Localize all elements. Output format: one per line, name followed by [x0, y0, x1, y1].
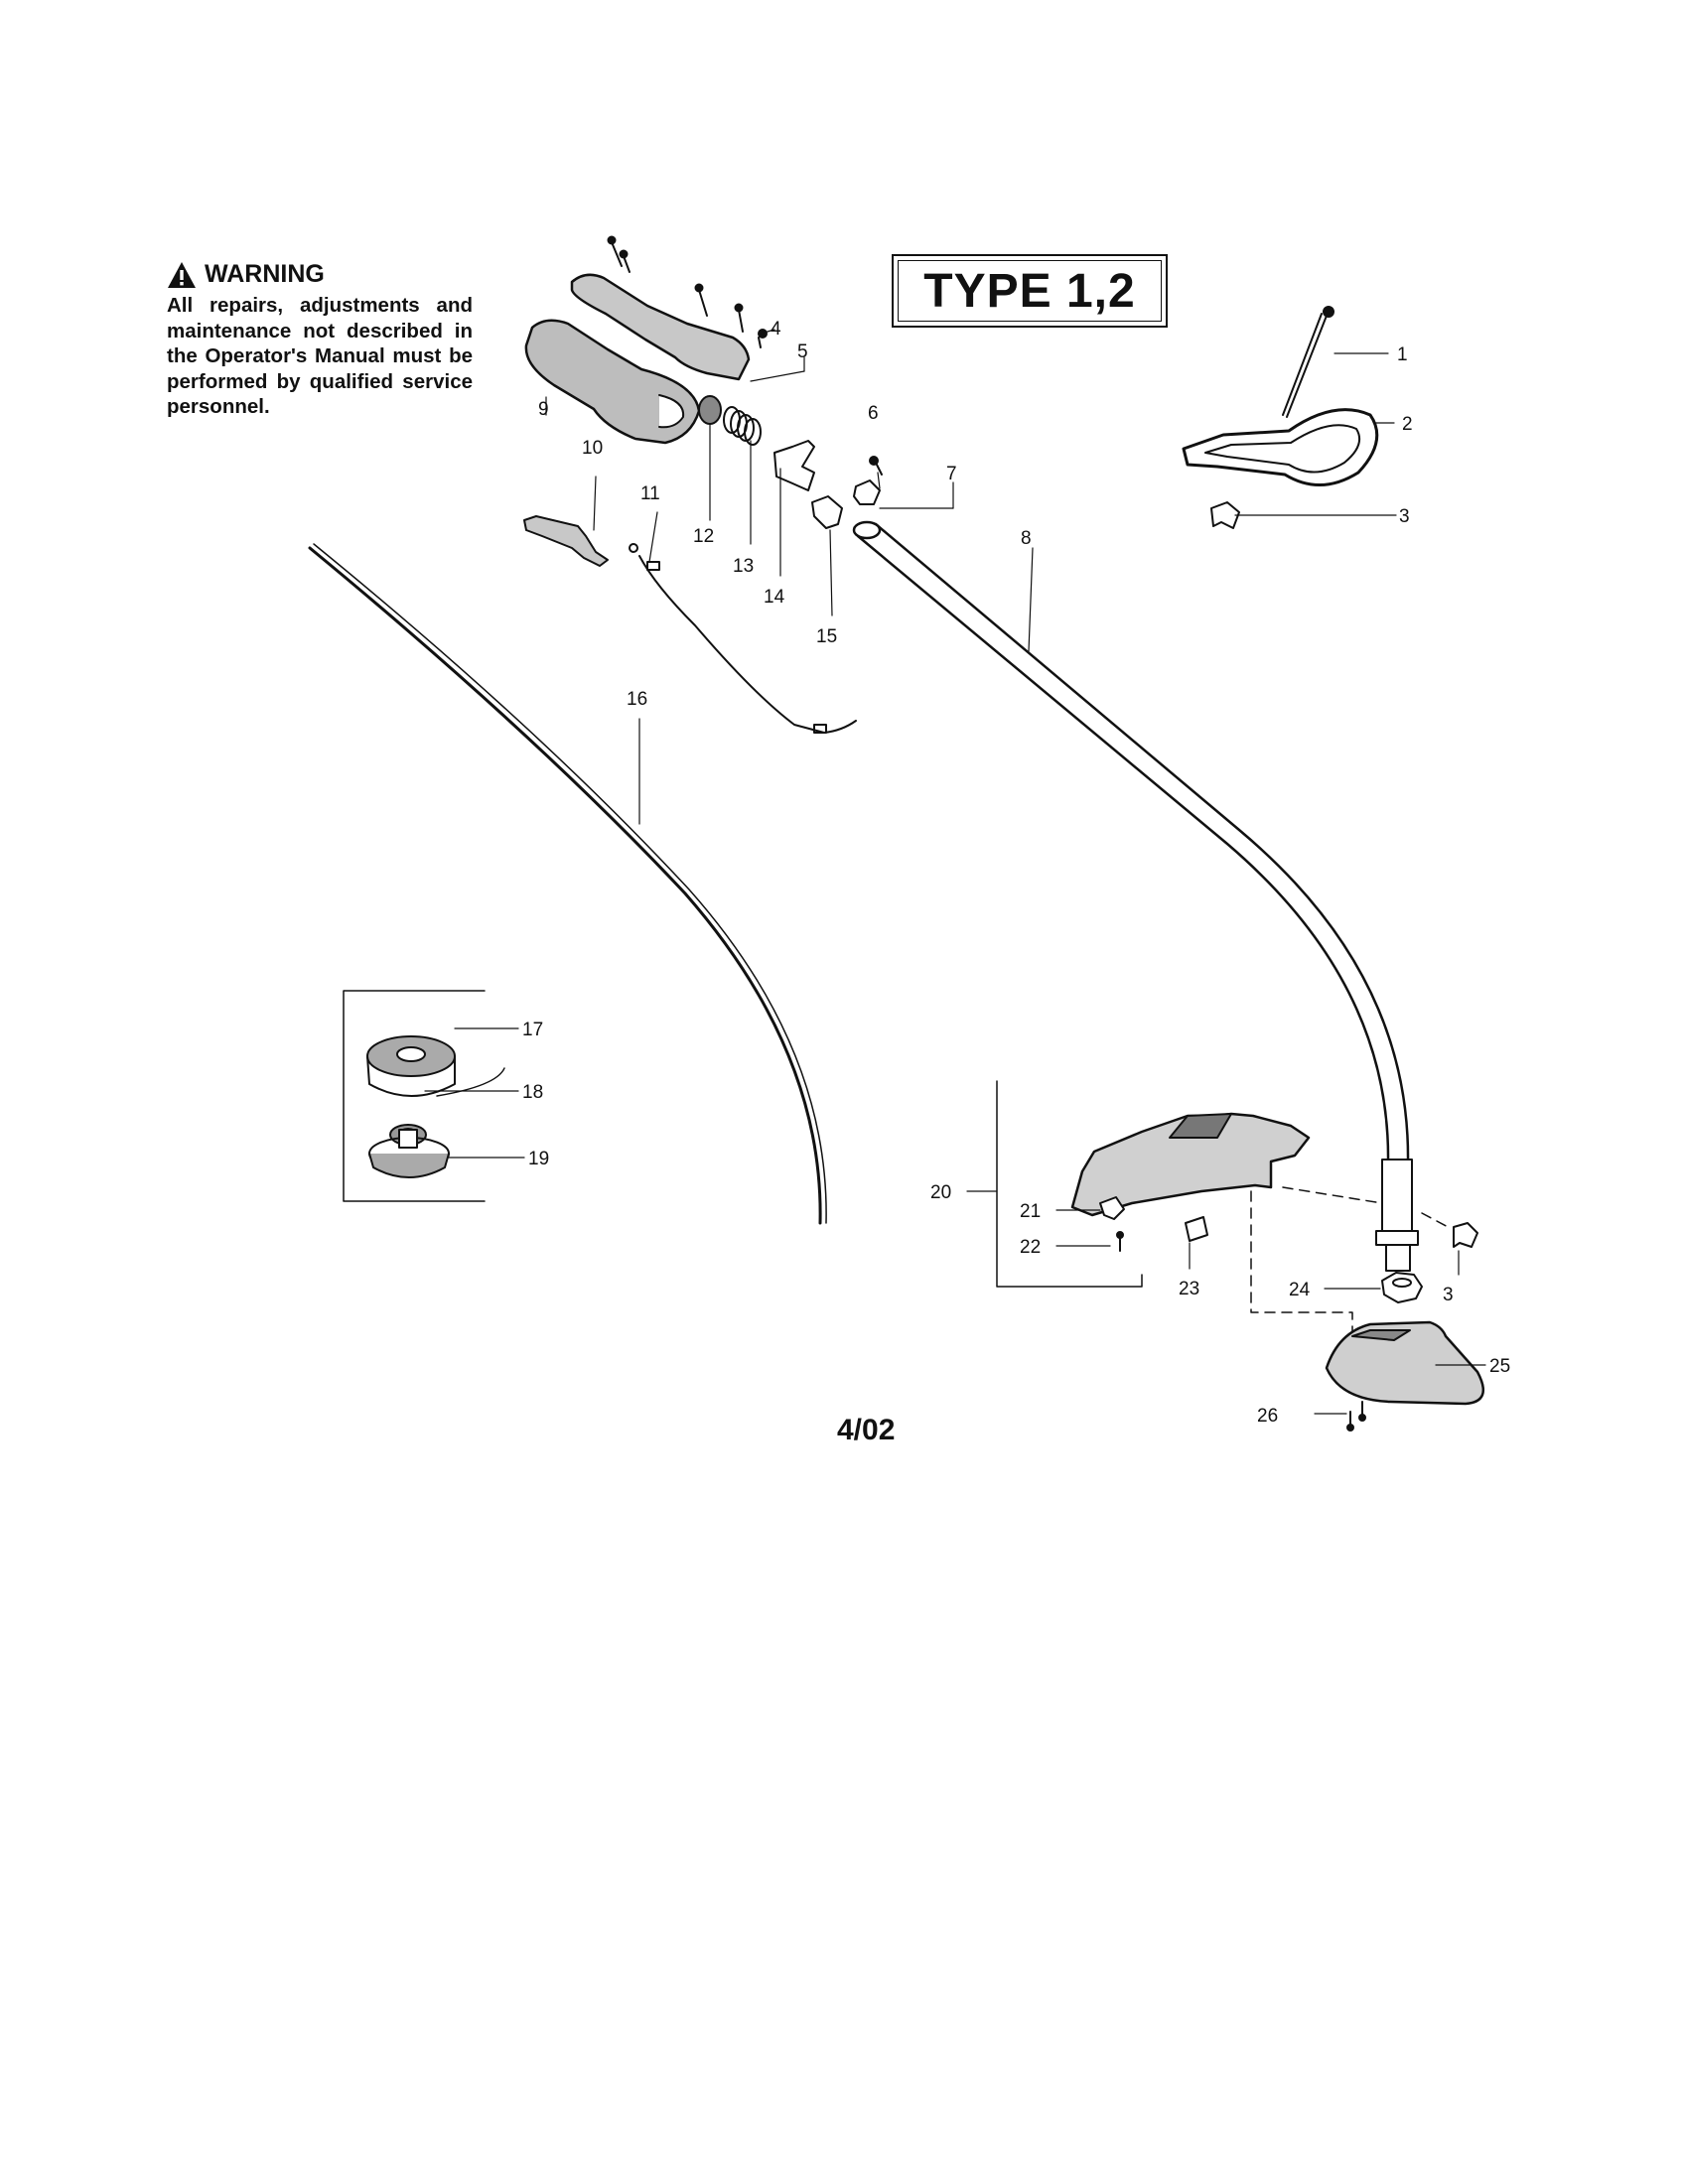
callout-labels: 1 2 3 3 4 5 6 7 8 9 10 11 12 13 14 15 16…: [522, 319, 1510, 1427]
callout-15: 15: [816, 626, 837, 647]
warning-header: WARNING: [167, 260, 473, 289]
inset-bracket: [343, 990, 486, 1202]
callout-6: 6: [868, 403, 879, 424]
part-26-screws: [1346, 1401, 1366, 1432]
warning-title: WARNING: [205, 260, 325, 288]
part-8-shaft-tube: [852, 520, 1410, 1163]
callout-11: 11: [640, 483, 660, 504]
callout-18: 18: [522, 1082, 543, 1103]
callout-3-lower: 3: [1443, 1285, 1454, 1305]
part-3-nut-top: [1210, 501, 1240, 529]
callout-1: 1: [1397, 344, 1408, 365]
callout-2: 2: [1402, 414, 1413, 435]
callout-8: 8: [1021, 528, 1032, 549]
part-7-clamp: [853, 479, 881, 505]
warning-triangle-icon: [168, 261, 196, 288]
callout-3: 3: [1399, 506, 1410, 527]
callout-20: 20: [930, 1182, 951, 1203]
callout-9: 9: [538, 399, 549, 420]
part-9-handle-half: [524, 319, 701, 445]
part-12-washer: [698, 395, 722, 425]
part-11-throttle-cable: [629, 543, 857, 734]
part-1-bolt: [1282, 306, 1334, 418]
part-16-drive-cable: [308, 543, 827, 1225]
callout-23: 23: [1179, 1279, 1199, 1299]
part-3-nut-lower: [1453, 1222, 1478, 1248]
callout-24: 24: [1289, 1280, 1311, 1300]
callout-16: 16: [627, 689, 647, 710]
part-10-throttle-trigger: [523, 515, 609, 567]
leader-lines: [424, 329, 1486, 1415]
warning-text: All repairs, adjustments and maintenance…: [167, 294, 473, 418]
type-label-box: TYPE 1,2: [892, 254, 1168, 328]
part-20-guard: [1070, 1112, 1311, 1217]
callout-25: 25: [1489, 1356, 1510, 1377]
part-13-spring: [723, 406, 762, 446]
guard-bracket: [996, 1080, 1143, 1288]
callout-17: 17: [522, 1020, 543, 1040]
part-19-hub: [368, 1129, 450, 1178]
callout-21: 21: [1020, 1201, 1041, 1222]
callout-12: 12: [693, 526, 714, 547]
callout-5: 5: [797, 341, 808, 362]
part-21-line-blade: [1099, 1196, 1125, 1220]
part-24-hex-nut: [1381, 1272, 1423, 1303]
part-5-handle-half: [570, 235, 768, 381]
assembly-lines: [1250, 1186, 1453, 1337]
callout-4: 4: [771, 319, 781, 340]
callout-19: 19: [528, 1149, 549, 1169]
callout-10: 10: [582, 438, 603, 459]
part-2-loop-handle: [1182, 408, 1379, 486]
callout-26: 26: [1257, 1406, 1278, 1427]
part-15-bushing: [811, 495, 843, 529]
shaft-coupler: [1375, 1159, 1419, 1272]
part-23-bracket: [1185, 1216, 1208, 1242]
part-17-spool: [366, 1035, 505, 1097]
callout-22: 22: [1020, 1237, 1041, 1258]
part-22-screw: [1116, 1231, 1124, 1252]
part-25-deflector: [1325, 1320, 1485, 1406]
callout-7: 7: [946, 464, 957, 484]
date-code: 4/02: [837, 1414, 896, 1446]
callout-13: 13: [733, 556, 754, 577]
part-6-screw: [869, 456, 883, 476]
callout-14: 14: [764, 587, 785, 608]
warning-notice: WARNING All repairs, adjustments and mai…: [167, 260, 473, 420]
part-14-trigger-housing: [773, 440, 815, 491]
